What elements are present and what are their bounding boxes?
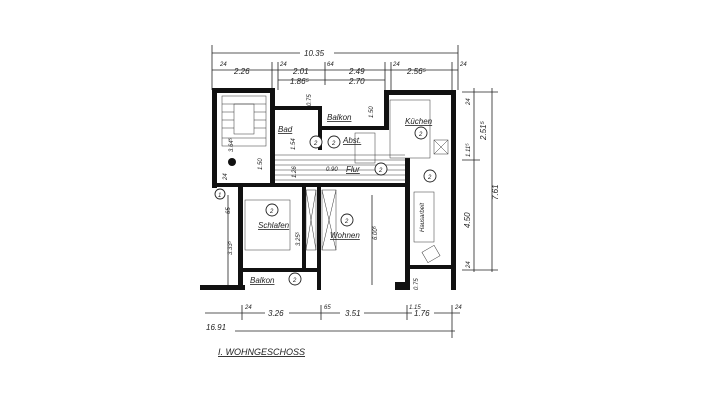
dim-bottom: 24 (454, 305, 462, 311)
dim-top: 24 (279, 62, 287, 68)
room-numbers: 2 2 2 2 2 1 2 2 2 (214, 126, 437, 286)
dim-bottom: 3.26 (268, 309, 284, 318)
dim-inner: 0.90 (326, 167, 338, 173)
dim-top: 2.56⁵ (406, 67, 427, 76)
dim-top: 2.49 (348, 67, 365, 76)
dim-inner: 3.25⁵ (295, 231, 302, 246)
dim-top: 2.01 (292, 67, 309, 76)
room-wohnen: Wohnen (330, 231, 360, 240)
dim-right: 24 (466, 98, 472, 106)
dim-right: 7.61 (491, 184, 500, 200)
room-balkon-bottom: Balkon (250, 276, 275, 285)
staircase (221, 95, 267, 166)
room-number: 2 (269, 209, 274, 215)
floor-title: I. WOHNGESCHOSS (218, 347, 305, 357)
room-number: 2 (292, 278, 297, 284)
dim-inner: 3.33⁵ (227, 240, 234, 255)
dim-inner: 1.54 (291, 138, 297, 150)
room-bad: Bad (278, 125, 293, 134)
dim-bottom: 1.15 (409, 305, 421, 311)
dim-top2: 1.86⁵ (290, 77, 310, 86)
dim-top2: 2.70 (348, 77, 365, 86)
dim-bottom-total: 16.91 (206, 323, 226, 332)
dim-inner: 0.75 (307, 94, 313, 106)
dim-top: 24 (219, 62, 227, 68)
right-dimension-lines (462, 88, 498, 272)
dim-inner: 3.64⁵ (228, 137, 235, 152)
room-number: 1 (218, 193, 221, 199)
dim-top: 24 (459, 62, 467, 68)
top-dimension-lines (211, 45, 459, 90)
room-number: 2 (378, 168, 383, 174)
room-abst: Abst. (342, 136, 361, 145)
dim-top: 64 (327, 62, 334, 68)
room-number: 2 (418, 132, 423, 138)
dim-top: 2.26 (233, 67, 250, 76)
room-number: 2 (313, 141, 318, 147)
dim-inner: 1.50 (258, 158, 264, 170)
dim-inner: 6.00⁵ (372, 225, 379, 240)
flur-floor (275, 99, 449, 181)
dim-top-total: 10.35 (304, 49, 325, 58)
dim-bottom: 65 (324, 305, 331, 311)
dim-right: 4.50 (463, 212, 472, 228)
dim-inner: 1.50 (369, 106, 375, 118)
dim-bottom: 3.51 (345, 309, 361, 318)
walls (200, 88, 456, 290)
dim-inner: 65 (226, 207, 232, 214)
room-schlafen: Schlafen (258, 221, 290, 230)
dim-inner: 1.26 (292, 166, 298, 178)
room-hauswirtschaft: Hausarbeit (420, 203, 426, 232)
room-balkon-top: Balkon (327, 113, 352, 122)
room-number: 2 (331, 141, 336, 147)
dim-top: 24 (392, 62, 400, 68)
dim-right: 1.11⁵ (465, 143, 472, 157)
room-kuechen: Küchen (405, 117, 433, 126)
room-number: 2 (344, 219, 349, 225)
room-flur: Flur (346, 165, 360, 174)
dim-bottom: 24 (244, 305, 252, 311)
dim-inner: 24 (223, 173, 229, 181)
dim-bottom: 1.76 (414, 309, 430, 318)
dim-inner: 0.75 (414, 278, 420, 290)
room-number: 2 (427, 175, 432, 181)
dim-right: 2.51⁵ (479, 120, 488, 141)
dim-right: 24 (466, 261, 472, 269)
wardrobes (244, 189, 441, 264)
